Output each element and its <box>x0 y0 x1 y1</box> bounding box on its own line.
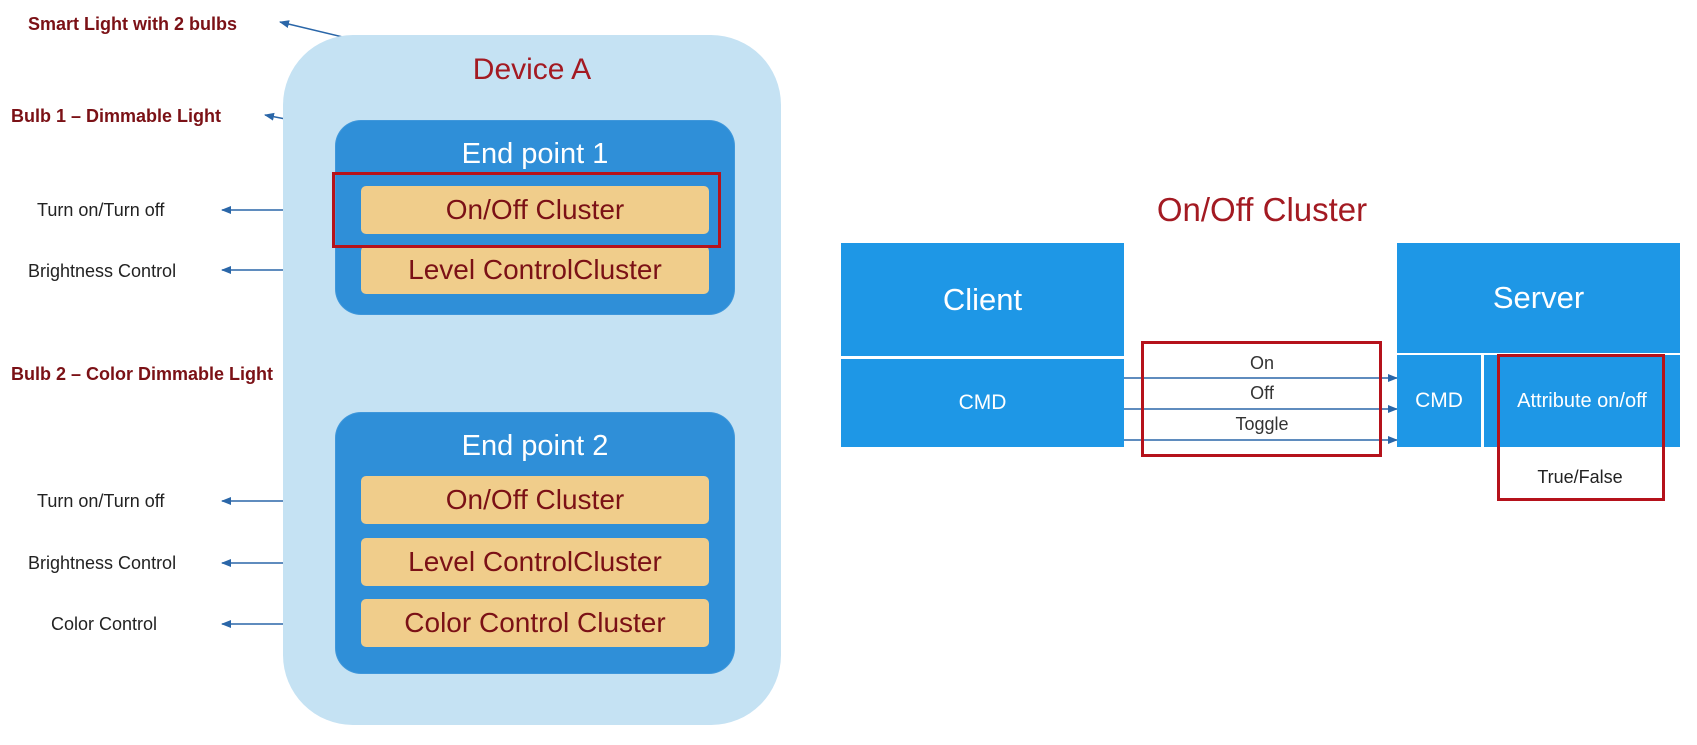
server-cmd-box: CMD <box>1397 355 1481 447</box>
endpoint-1-title: End point 1 <box>461 138 609 170</box>
endpoint-1-level-cluster: Level ControlCluster <box>361 246 709 294</box>
onoff-cluster-highlight <box>332 172 721 248</box>
server-attribute-label: Attribute on/off <box>1517 390 1647 412</box>
endpoint-2-title: End point 2 <box>461 430 609 462</box>
client-box: Client <box>841 243 1124 356</box>
cluster-diagram-title: On/Off Cluster <box>1156 191 1368 228</box>
annotation-ep2-level: Brightness Control <box>28 553 177 573</box>
endpoint-1-onoff-cluster: On/Off Cluster <box>361 186 709 234</box>
annotation-ep2-onoff: Turn on/Turn off <box>37 491 165 511</box>
command-off: Off <box>1250 383 1274 403</box>
endpoint-2-color-cluster: Color Control Cluster <box>361 599 709 647</box>
device-title: Device A <box>472 53 592 86</box>
command-toggle: Toggle <box>1235 414 1289 434</box>
annotation-ep1-level: Brightness Control <box>28 261 177 281</box>
annotation-smart-light: Smart Light with 2 bulbs <box>28 14 238 34</box>
annotation-bulb1: Bulb 1 – Dimmable Light <box>11 106 222 126</box>
commands-highlight <box>1141 341 1382 457</box>
endpoint-2: End point 2 On/Off Cluster Level Control… <box>335 412 735 674</box>
command-on: On <box>1249 353 1274 373</box>
endpoint-2-onoff-cluster: On/Off Cluster <box>361 476 709 524</box>
endpoint-1: End point 1 On/Off Cluster Level Control… <box>335 120 735 315</box>
endpoint-2-level-cluster: Level ControlCluster <box>361 538 709 586</box>
annotation-ep1-onoff: Turn on/Turn off <box>37 200 165 220</box>
server-attribute-box: Attribute on/off <box>1484 355 1680 447</box>
client-cmd-box: CMD <box>841 359 1124 447</box>
device-a: Device A End point 1 On/Off Cluster Leve… <box>283 35 781 725</box>
attribute-highlight <box>1497 354 1665 501</box>
attribute-value: True/False <box>1537 467 1623 487</box>
annotation-bulb2: Bulb 2 – Color Dimmable Light <box>11 364 274 384</box>
server-box: Server <box>1397 243 1680 353</box>
annotation-ep2-color: Color Control <box>51 614 158 634</box>
